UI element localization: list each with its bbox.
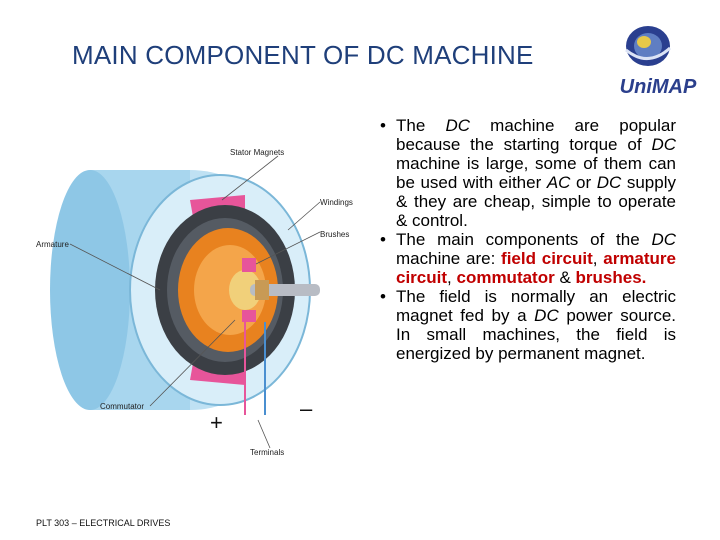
text: ,: [592, 249, 604, 268]
bullet-dot: •: [380, 230, 386, 249]
text: machine are:: [396, 249, 502, 268]
text: DC: [596, 173, 622, 192]
text-commutator: commutator: [456, 268, 555, 287]
slide-title: MAIN COMPONENT OF DC MACHINE: [72, 40, 534, 70]
label-brushes: Brushes: [320, 230, 350, 239]
label-stator-magnets: Stator Magnets: [230, 148, 285, 157]
text: ,: [447, 268, 457, 287]
text-brushes: brushes.: [575, 268, 647, 287]
text: DC: [651, 135, 676, 154]
bullet-dot: •: [380, 287, 386, 306]
text-armature-circuit: armature circuit: [396, 249, 677, 287]
dc-machine-diagram: Stator Magnets Windings Brushes Armature…: [30, 140, 370, 470]
text: machine are popular because the starting…: [396, 116, 676, 154]
dc-machine-illustration: [50, 155, 321, 449]
label-commutator: Commutator: [100, 402, 145, 411]
text: The: [396, 116, 446, 135]
unimap-logo: [625, 26, 672, 66]
text: machine is large, some of them can be us…: [396, 154, 676, 192]
label-windings: Windings: [320, 198, 353, 207]
text: or: [570, 173, 597, 192]
text: power source. In small machines, the fie…: [396, 306, 676, 363]
text: DC: [651, 230, 676, 249]
text: &: [554, 268, 576, 287]
plus-terminal-symbol: +: [210, 410, 223, 435]
text: DC: [445, 116, 471, 135]
text: AC: [546, 173, 571, 192]
bullet-dot: •: [380, 116, 386, 135]
footer-course-code: PLT 303 – ELECTRICAL DRIVES: [36, 518, 171, 528]
bullet-item-2: • The main components of the DC machine …: [380, 230, 676, 287]
text-field-circuit: field circuit: [501, 249, 593, 268]
label-armature: Armature: [36, 240, 69, 249]
text: The field is normally an electric magnet…: [396, 287, 676, 325]
label-terminals: Terminals: [250, 448, 285, 457]
bullet-list: • The DC machine are popular because the…: [380, 116, 676, 363]
text: DC: [534, 306, 559, 325]
text: The main components of the: [396, 230, 652, 249]
bullet-item-3: • The field is normally an electric magn…: [380, 287, 676, 363]
text: supply & they are cheap, simple to opera…: [396, 173, 676, 230]
minus-terminal-symbol: –: [300, 396, 313, 421]
logo-text: UniMAP: [619, 76, 697, 98]
bullet-item-1: • The DC machine are popular because the…: [380, 116, 676, 230]
